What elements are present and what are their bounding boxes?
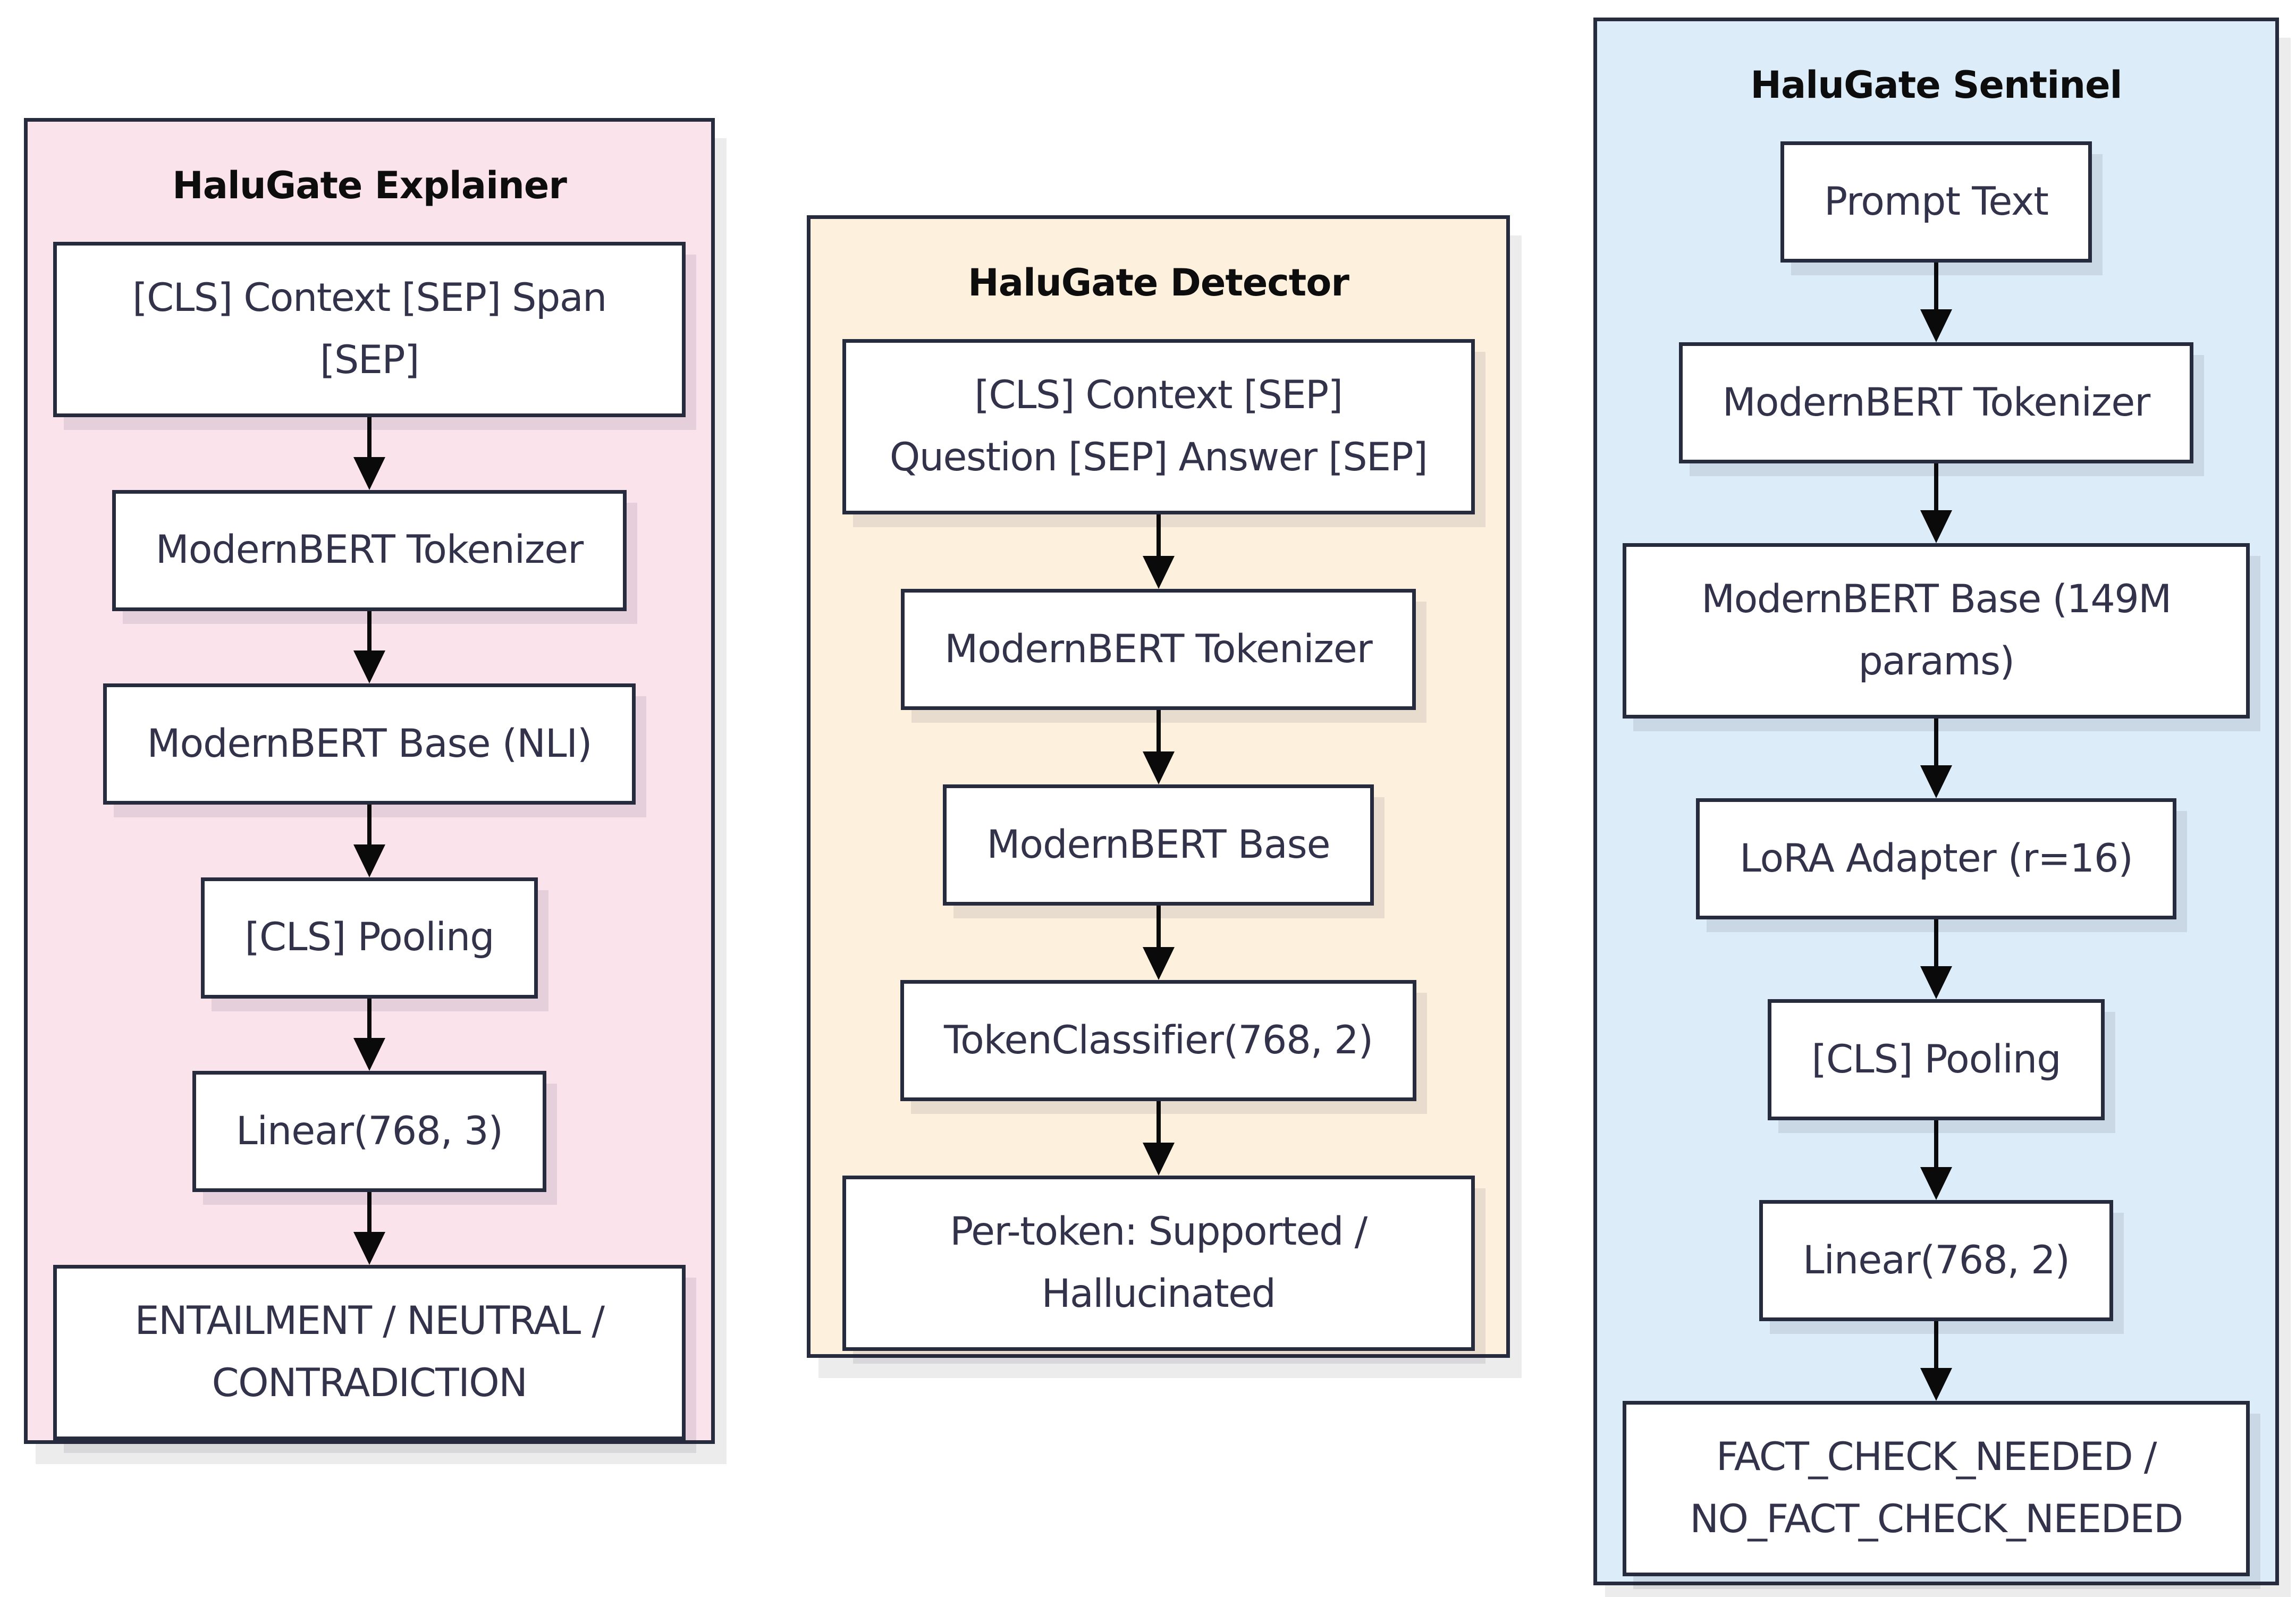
arrow-head [1920,765,1952,799]
box-explainer-linear: Linear(768, 3) [192,1071,547,1193]
box-explainer-input: [CLS] Context [SEP] Span [SEP] [53,242,686,418]
box-detector-token-classifier: TokenClassifier(768, 2) [900,980,1417,1102]
flow-arrow-down-icon [353,998,385,1071]
flow-arrow-down-icon [1142,710,1175,785]
box-detector-base: ModernBERT Base [943,784,1374,906]
box-sentinel-lora-adapter: LoRA Adapter (r=16) [1696,798,2176,920]
box-detector-tokenizer: ModernBERT Tokenizer [901,589,1416,711]
panel-sentinel: HaluGate Sentinel Prompt Text ModernBERT… [1593,18,2279,1585]
arrow-stem [1934,919,1938,967]
arrow-stem [1156,710,1161,752]
box-explainer-cls-pooling: [CLS] Pooling [201,877,538,999]
box-sentinel-prompt-text: Prompt Text [1780,141,2092,263]
flow-arrow-down-icon [1920,263,1952,343]
panel-detector: HaluGate Detector [CLS] Context [SEP] Qu… [807,215,1510,1358]
flow-arrow-down-icon [1142,906,1175,981]
flow-arrow-down-icon [1920,1321,1952,1401]
flow-arrow-down-icon [1920,919,1952,1000]
box-sentinel-tokenizer: ModernBERT Tokenizer [1678,342,2194,464]
arrow-stem [367,611,372,651]
arrow-head [1142,947,1175,981]
arrow-stem [1934,1120,1938,1168]
flow-arrow-down-icon [353,611,385,684]
panel-explainer: HaluGate Explainer [CLS] Context [SEP] S… [24,118,715,1444]
panel-sentinel-title: HaluGate Sentinel [1750,63,2122,107]
arrow-stem [1156,1101,1161,1143]
arrow-stem [367,1192,372,1232]
arrow-head [353,844,385,877]
arrow-head [1920,1368,1952,1401]
arrow-head [1920,966,1952,1000]
flow-arrow-down-icon [1920,1120,1952,1201]
arrow-stem [1156,514,1161,556]
flow-arrow-down-icon [1920,719,1952,799]
arrow-stem [1934,1321,1938,1368]
box-detector-output: Per-token: Supported / Hallucinated [842,1176,1475,1351]
box-explainer-tokenizer: ModernBERT Tokenizer [112,489,627,611]
arrow-stem [367,805,372,844]
box-explainer-output: ENTAILMENT / NEUTRAL / CONTRADICTION [53,1264,686,1440]
arrow-stem [367,417,372,457]
arrow-head [1142,556,1175,589]
arrow-head [353,650,385,684]
panel-explainer-title: HaluGate Explainer [172,164,567,208]
box-sentinel-cls-pooling: [CLS] Pooling [1768,999,2105,1121]
panel-detector-title: HaluGate Detector [968,261,1349,305]
flow-arrow-down-icon [353,417,385,490]
flow-arrow-down-icon [1142,514,1175,589]
box-sentinel-base: ModernBERT Base (149M params) [1623,543,2250,719]
arrow-stem [1934,719,1938,766]
arrow-head [353,1038,385,1071]
arrow-head [1142,1143,1175,1176]
arrow-head [1920,510,1952,544]
flow-arrow-down-icon [1920,463,1952,544]
arrow-head [1142,751,1175,785]
flow-arrow-down-icon [1142,1101,1175,1176]
box-sentinel-output: FACT_CHECK_NEEDED / NO_FACT_CHECK_NEEDED [1623,1401,2250,1577]
box-detector-input: [CLS] Context [SEP] Question [SEP] Answe… [842,339,1475,515]
box-sentinel-linear: Linear(768, 2) [1759,1200,2114,1322]
arrow-head [1920,309,1952,343]
arrow-stem [367,998,372,1038]
arrow-stem [1934,263,1938,310]
arrow-stem [1934,463,1938,511]
arrow-head [1920,1167,1952,1201]
arrow-head [353,1231,385,1265]
box-explainer-base-nli: ModernBERT Base (NLI) [103,683,636,805]
arrow-head [353,457,385,490]
arrow-stem [1156,906,1161,948]
flow-arrow-down-icon [353,1192,385,1265]
flow-arrow-down-icon [353,805,385,877]
